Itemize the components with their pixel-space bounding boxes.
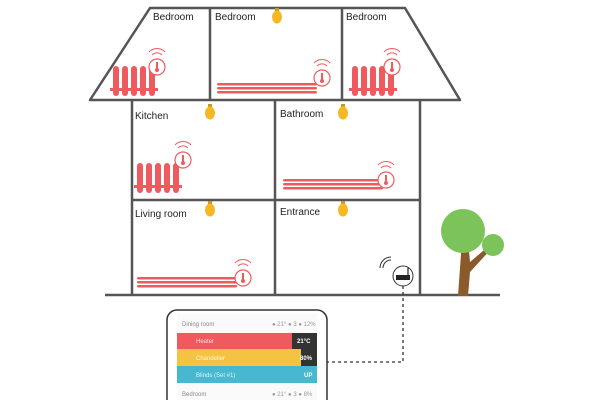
radiator-icon — [217, 83, 317, 94]
phone-row-chandelier[interactable]: Chandelier 80% — [177, 349, 317, 366]
room-label-living-room: Living room — [135, 209, 187, 220]
radiator-icon — [134, 163, 182, 193]
phone-section-stats: ● 21° ● 3 ● 8% — [272, 392, 313, 398]
light-bulb-icon — [205, 201, 215, 217]
light-bulb-icon — [338, 201, 348, 217]
room-label-entrance: Entrance — [280, 207, 320, 218]
room-label-bedroom: Bedroom — [215, 12, 256, 23]
phone-row-label: Heater — [196, 339, 214, 345]
phone-section-bedroom: Bedroom — [182, 392, 206, 398]
thermostat-icon — [148, 47, 166, 76]
phone-row-value: UP — [304, 373, 312, 379]
phone-section-stats: ● 21° ● 3 ● 12% — [272, 322, 316, 328]
smartphone: Dining room ● 21° ● 3 ● 12% Heater 21°C … — [166, 309, 328, 400]
house-walls — [130, 100, 422, 295]
phone-row-heater[interactable]: Heater 21°C — [177, 333, 317, 349]
thermostat-icon — [377, 160, 395, 189]
phone-row-blinds[interactable]: Blinds (Set #1) UP — [177, 366, 317, 383]
thermostat-icon — [313, 58, 331, 87]
radiator-icon — [137, 277, 237, 288]
phone-row-value: 21°C — [297, 339, 311, 345]
room-label-bedroom: Bedroom — [346, 12, 387, 23]
light-bulb-icon — [205, 104, 215, 120]
thermostat-icon — [174, 140, 192, 169]
phone-row-value: 80% — [300, 356, 313, 362]
thermostat-icon — [383, 47, 401, 76]
room-label-bathroom: Bathroom — [280, 109, 323, 120]
tree-icon — [441, 209, 504, 296]
room-label-kitchen: Kitchen — [135, 111, 168, 122]
phone-row-label: Blinds (Set #1) — [196, 373, 235, 379]
thermostat-icon — [234, 258, 252, 287]
router-icon — [379, 256, 414, 287]
phone-section-dining-room: Dining room — [182, 322, 214, 328]
connection-line — [326, 286, 404, 363]
roof — [88, 6, 462, 102]
light-bulb-icon — [338, 104, 348, 120]
phone-row-label: Chandelier — [196, 356, 225, 362]
room-label-bedroom: Bedroom — [153, 12, 194, 23]
light-bulb-icon — [272, 8, 282, 24]
radiator-icon — [283, 179, 383, 190]
